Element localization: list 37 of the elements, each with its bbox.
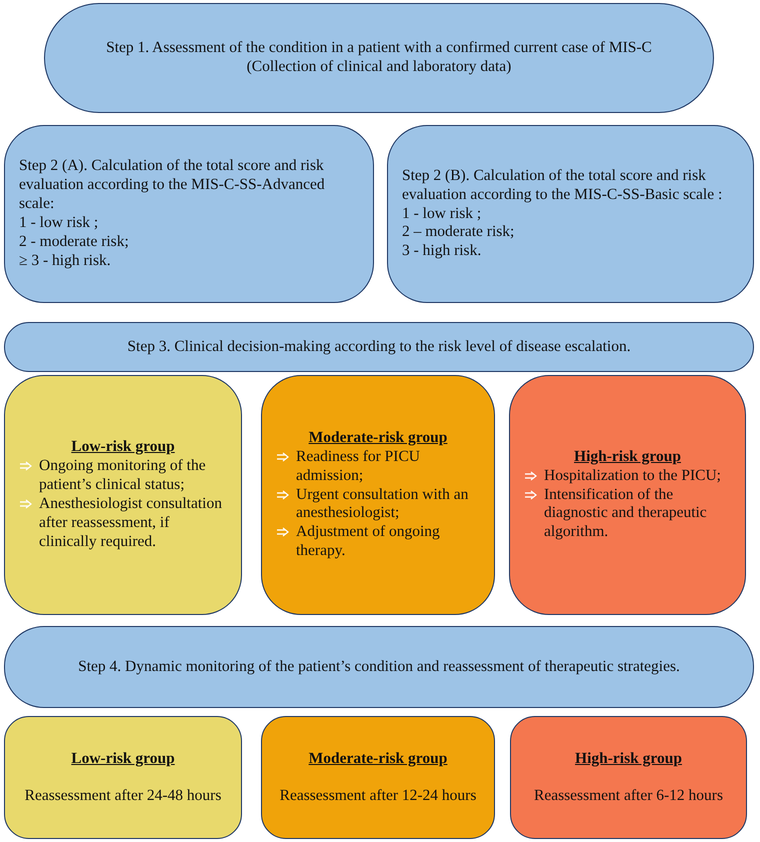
action-item: Intensification of the diagnostic and therapeutic algorithm.	[544, 486, 708, 542]
action-item: Adjustment of ongoing therapy.	[296, 523, 441, 562]
action-item: Hospitalization to the PICU;	[544, 466, 721, 486]
scale-item: 2 - moderate risk;	[19, 232, 130, 252]
step-heading: Step 4. Dynamic monitoring of the patient’s condition and reassessment of therapeutic strategies.	[77, 658, 681, 676]
step-heading: Step 2 (A). Calculation of the total score and risk evaluation according to the MIS-C-SS-Advanced scale:	[19, 157, 326, 214]
step-heading: Step 3. Clinical decision-making according to the risk level of disease escalation.	[126, 338, 632, 356]
scale-item: ≥ 3 - high risk.	[19, 252, 112, 271]
action-item: Urgent consultation with an anesthesiologist;	[296, 486, 470, 524]
action-item: Ongoing monitoring of the patient’s clinical status;	[39, 457, 207, 495]
group-heading: Low-risk group	[70, 438, 176, 458]
group-heading: Moderate-risk group	[308, 750, 448, 768]
scale-item: 1 - low risk ;	[402, 204, 482, 224]
scale-item: 3 - high risk.	[402, 242, 482, 262]
scale-item: 2 – moderate risk;	[402, 223, 516, 242]
step-heading: Step 2 (B). Calculation of the total score and risk evaluation according to the MIS-C-SS-Basic scale :	[402, 166, 724, 205]
risk-group-box	[261, 716, 495, 839]
risk-group-box	[4, 716, 242, 839]
risk-group-box	[510, 716, 747, 839]
risk-group-box	[509, 375, 746, 615]
reassessment-text: Reassessment after 12-24 hours	[278, 786, 478, 806]
action-item: Anesthesiologist consultation after reassessment, if clinically required.	[39, 495, 223, 552]
step-box	[4, 322, 754, 372]
reassessment-text: Reassessment after 6-12 hours	[533, 786, 724, 806]
group-heading: High-risk group	[573, 448, 682, 467]
reassessment-text: Reassessment after 24-48 hours	[24, 786, 222, 806]
group-heading: Moderate-risk group	[308, 428, 448, 448]
action-item: Readiness for PICU admission;	[296, 448, 421, 486]
risk-group-box	[4, 375, 242, 615]
risk-group-box	[261, 375, 495, 615]
step-note: (Collection of clinical and laboratory data)	[246, 58, 512, 77]
step-box	[4, 125, 374, 303]
step-heading: Step 1. Assessment of the condition in a patient with a confirmed current case of MIS-C	[105, 39, 653, 58]
scale-item: 1 - low risk ;	[19, 214, 100, 233]
group-heading: Low-risk group	[70, 750, 176, 768]
step-box	[387, 125, 754, 303]
group-heading: High-risk group	[574, 750, 683, 768]
